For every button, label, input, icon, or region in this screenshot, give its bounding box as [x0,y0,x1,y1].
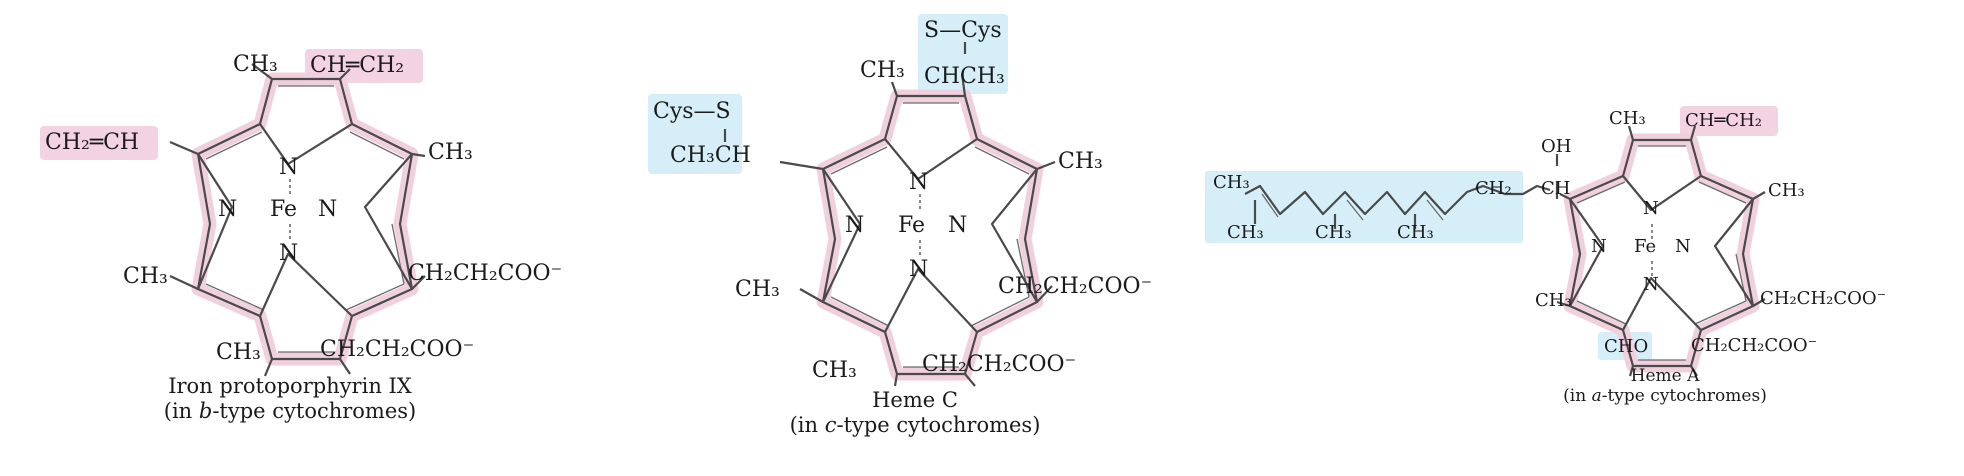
s-cys-label-top: S—Cys [924,18,1002,43]
isoprenoid-methyl-bonds [1253,200,1417,229]
caption-subtitle: (in a-type cytochromes) [1563,386,1767,407]
methyl-label-top: CH₃ [1609,108,1646,129]
substituent-bonds [723,42,1056,387]
porphyrin-double-bonds [830,102,1030,368]
iron-atom: Fe [898,213,926,238]
substituent-bonds [1555,125,1766,377]
chain-methyl-b: CH₃ [1227,222,1264,243]
methyl-label-right: CH₃ [1058,149,1103,174]
iron-atom: Fe [270,197,298,222]
nitrogen-right: N [948,213,968,238]
methyl-label-left: CH₃ [1535,290,1572,311]
methyl-label-top: CH₃ [860,58,905,83]
caption-title: Iron protoporphyrin IX [168,374,412,398]
iron-atom: Fe [1634,236,1657,257]
thioether-highlight-top [918,14,1008,94]
methyl-label-left: CH₃ [735,277,780,302]
nitrogen-top: N [279,155,299,180]
structure-caption: Heme A (in a-type cytochromes) [1535,366,1795,407]
nitrogen-left: N [218,197,238,222]
formyl-label: CHO [1604,336,1649,357]
porphyrin-double-bonds [1576,145,1747,361]
chain-methyl-c: CH₃ [1315,222,1352,243]
propionate-label-bottom: CH₂CH₂COO⁻ [1691,335,1818,356]
nitrogen-bottom: N [279,241,299,266]
caption-subtitle: (in c-type cytochromes) [789,413,1041,438]
porphyrin-structure-1 [40,49,426,377]
pyrrole-inner-bonds [1569,175,1754,331]
nitrogen-top: N [1643,198,1659,219]
methyl-label-right: CH₃ [428,140,473,165]
chain-methyl-a: CH₃ [1213,172,1250,193]
methyl-label-top-left: CH₃ [233,52,278,77]
methyl-label-bottom: CH₃ [216,340,261,365]
pyrrole-inner-bonds [822,138,1038,333]
porphyrin-structure-3 [1205,106,1778,377]
structure-caption: Heme C (in c-type cytochromes) [750,388,1080,438]
cys-s-label-left: Cys—S [653,99,731,124]
nitrogen-right: N [1675,236,1691,257]
propionate-label-right: CH₂CH₂COO⁻ [998,274,1153,299]
ch-label: CH [1541,178,1571,199]
heme-c-panel: S—Cys CHCH₃ CH₃ Cys—S CH₃CH CH₃ N N Fe N… [640,14,1200,444]
porphyrin-outer-bonds [196,77,414,361]
structure-caption: Iron protoporphyrin IX (in b-type cytoch… [125,374,455,424]
vinyl-label-top: CH═CH₂ [1685,110,1762,131]
methyl-label-right: CH₃ [1768,180,1805,201]
chain-ch2-label: CH₂ [1475,178,1512,199]
hydroxyl-label: OH [1541,136,1572,157]
thioether-highlight-left [648,94,742,174]
porphyrin-outer-bonds [1568,138,1755,368]
porphyrin-double-bonds [205,85,405,353]
nitrogen-left: N [1591,236,1607,257]
propionate-label-right: CH₂CH₂COO⁻ [408,261,563,286]
methyl-label-left: CH₃ [123,264,168,289]
nitrogen-bottom: N [909,257,929,282]
chch3-label-top: CHCH₃ [924,64,1005,89]
nitrogen-right: N [318,197,338,222]
nitrogen-left: N [845,213,865,238]
propionate-label-bottom: CH₂CH₂COO⁻ [922,352,1077,377]
caption-subtitle: (in b-type cytochromes) [163,399,417,424]
pyrrole-inner-bonds [196,123,413,317]
heme-a-panel: CH₃ CH₃ CH₃ CH₃ CH₂ OH CH CH₃ CH═CH₂ CH₃… [1205,14,1945,444]
vinyl-label-left: CH₂═CH [45,130,140,155]
caption-title: Heme C [872,388,958,412]
vinyl-highlight-left [40,126,158,160]
methyl-label-bottom: CH₃ [812,358,857,383]
substituent-bonds [169,63,426,377]
propionate-label-bottom: CH₂CH₂COO⁻ [320,337,475,362]
vinyl-highlight-top [1680,106,1778,136]
iron-protoporphyrin-panel: CH₃ CH═CH₂ CH₂═CH CH₃ N N Fe N N CH₃ CH₂… [20,14,630,444]
nitrogen-top: N [909,170,929,195]
nitrogen-bottom: N [1643,274,1659,295]
porphyrin-structure-2 [648,14,1056,387]
propionate-label-right: CH₂CH₂COO⁻ [1760,288,1887,309]
porphyrin-outer-bonds [821,94,1039,376]
isoprenoid-chain-highlight [1205,171,1523,243]
chain-methyl-d: CH₃ [1397,222,1434,243]
vinyl-label-top-right: CH═CH₂ [310,53,405,78]
isoprenoid-chain-bonds [1244,184,1551,216]
ch3ch-label-left: CH₃CH [670,143,751,168]
isoprenoid-double-bonds [1261,193,1444,221]
caption-title: Heme A [1630,366,1700,386]
